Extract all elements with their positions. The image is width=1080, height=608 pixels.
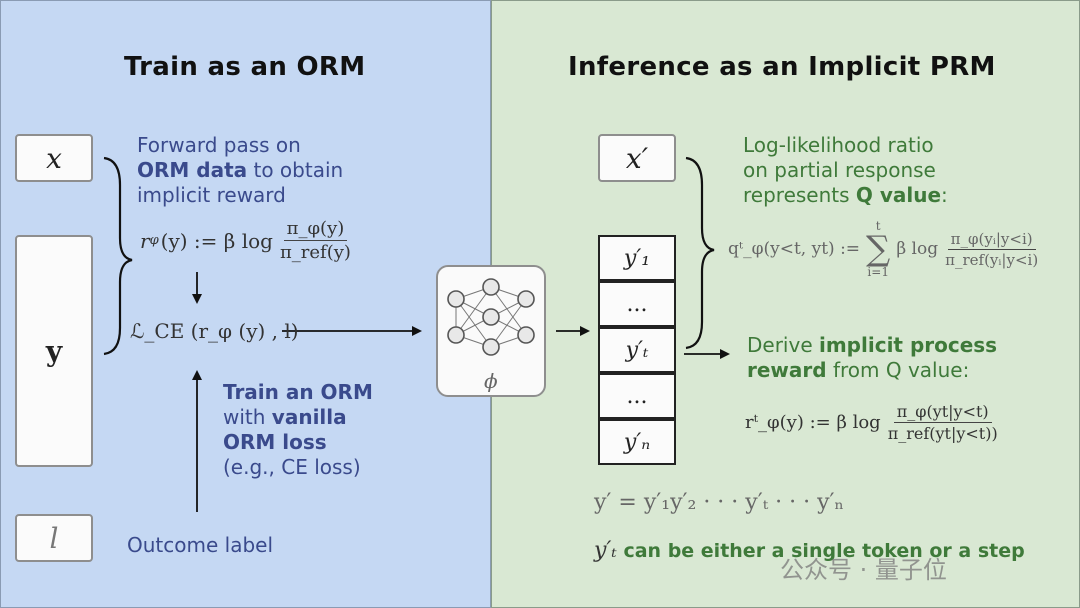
orm-data-label: ORM data: [137, 158, 248, 182]
token-ellipsis-1-label: ...: [626, 291, 648, 317]
r-denominator: π_ref(yt|y<t)): [887, 424, 998, 443]
inference-panel: [491, 0, 1080, 608]
reward-label: reward: [747, 358, 827, 382]
train-title: Train as an ORM: [124, 52, 366, 82]
token-1-label: y′₁: [623, 245, 651, 271]
y-prime-definition: y′ = y′₁y′₂ · · · y′ₜ · · · y′ₙ: [594, 490, 845, 515]
vanilla-label: vanilla: [271, 405, 347, 429]
watermark: 公众号 · 量子位: [780, 556, 947, 584]
q-sum-top: t: [875, 219, 881, 233]
inference-title: Inference as an Implicit PRM: [568, 52, 996, 82]
token-ellipsis-2-label: ...: [626, 383, 648, 409]
q-sum: t ∑ i=1: [866, 220, 890, 278]
loglik-line-3: represents Q value:: [743, 183, 948, 208]
left-brace: [103, 156, 133, 356]
forward-line-1: Forward pass on: [137, 133, 301, 157]
neural-network-icon: [447, 278, 535, 356]
input-x-symbol: x: [46, 141, 62, 175]
input-l-box: l: [15, 514, 93, 562]
train-line-2: with vanilla: [223, 405, 373, 430]
process-reward-formula: rᵗ_φ(y) := β log π_φ(yt|y<t) π_ref(yt|y<…: [745, 402, 1005, 443]
r-numerator: π_φ(yt|y<t): [893, 402, 992, 423]
derive-line-1: Derive implicit process: [747, 333, 997, 358]
implicit-process-label: implicit process: [818, 333, 998, 357]
reward-arg: (y) := β log: [160, 228, 273, 253]
reward-fraction: π_φ(y) π_ref(y): [277, 218, 354, 263]
input-y-symbol: y: [45, 334, 63, 368]
derive-line-2: reward from Q value:: [747, 358, 997, 383]
log-likelihood-text: Log-likelihood ratio on partial response…: [743, 133, 948, 208]
q-mid: β log: [896, 239, 939, 259]
loglik-line-3-post: :: [941, 183, 948, 207]
input-y-box: y: [15, 235, 93, 467]
q-value-formula: qᵗ_φ(y<t, yt) := t ∑ i=1 β log π_φ(yᵢ|y<…: [728, 214, 1045, 284]
forward-pass-text: Forward pass on ORM data to obtain impli…: [137, 133, 343, 208]
input-l-symbol: l: [49, 521, 59, 555]
input-x-box: x: [15, 134, 93, 182]
reward-denominator: π_ref(y): [279, 242, 351, 263]
derive-line-1-pre: Derive: [747, 333, 819, 357]
input-x-prime-box: x′: [598, 134, 676, 182]
note-symbol: y′ₜ: [594, 538, 617, 563]
loss-formula: ℒ_CE (r_φ (y) , l): [130, 319, 299, 343]
train-line-2-pre: with: [223, 405, 272, 429]
token-n: y′ₙ: [598, 419, 676, 465]
model-param: ϕ: [484, 369, 498, 393]
derive-line-2-post: from Q value:: [826, 358, 970, 382]
r-lhs: rᵗ_φ(y) := β log: [745, 412, 881, 433]
token-ellipsis-2: ...: [598, 373, 676, 419]
q-denominator: π_ref(yᵢ|y<i): [945, 250, 1039, 269]
neural-network-model: ϕ: [436, 265, 546, 397]
token-ellipsis-1: ...: [598, 281, 676, 327]
loglik-line-3-pre: represents: [743, 183, 856, 207]
token-step-note: y′ₜ can be either a single token or a st…: [594, 538, 1025, 563]
loglik-line-1: Log-likelihood ratio: [743, 133, 934, 157]
train-line-3: ORM loss: [223, 430, 327, 454]
reward-lhs-sub: φ: [149, 233, 159, 248]
forward-line-3: implicit reward: [137, 183, 286, 207]
q-value-label: Q value: [855, 183, 942, 207]
token-1: y′₁: [598, 235, 676, 281]
train-line-1: Train an ORM: [223, 380, 373, 404]
input-x-prime-symbol: x′: [625, 141, 649, 175]
train-orm-text: Train an ORM with vanilla ORM loss (e.g.…: [223, 380, 373, 480]
r-fraction: π_φ(yt|y<t) π_ref(yt|y<t)): [885, 402, 1001, 443]
reward-lhs: r: [140, 228, 150, 253]
forward-line-2-rest: to obtain: [247, 158, 344, 182]
q-fraction: π_φ(yᵢ|y<i) π_ref(yᵢ|y<i): [942, 230, 1041, 269]
q-sum-symbol: ∑: [866, 229, 891, 269]
q-sum-bottom: i=1: [867, 265, 889, 279]
reward-numerator: π_φ(y): [283, 218, 348, 241]
q-lhs: qᵗ_φ(y<t, yt) :=: [728, 239, 861, 259]
outcome-label-text: Outcome label: [127, 533, 274, 557]
loglik-line-2: on partial response: [743, 158, 936, 182]
q-numerator: π_φ(yᵢ|y<i): [947, 230, 1036, 250]
token-n-label: y′ₙ: [623, 429, 651, 455]
token-t-label: y′ₜ: [625, 337, 649, 363]
forward-line-2: ORM data to obtain: [137, 158, 343, 183]
train-line-4: (e.g., CE loss): [223, 455, 361, 479]
note-text: can be either a single token or a step: [616, 540, 1025, 562]
derive-reward-text: Derive implicit process reward from Q va…: [747, 333, 997, 383]
token-t: y′ₜ: [598, 327, 676, 373]
right-brace: [685, 156, 715, 350]
